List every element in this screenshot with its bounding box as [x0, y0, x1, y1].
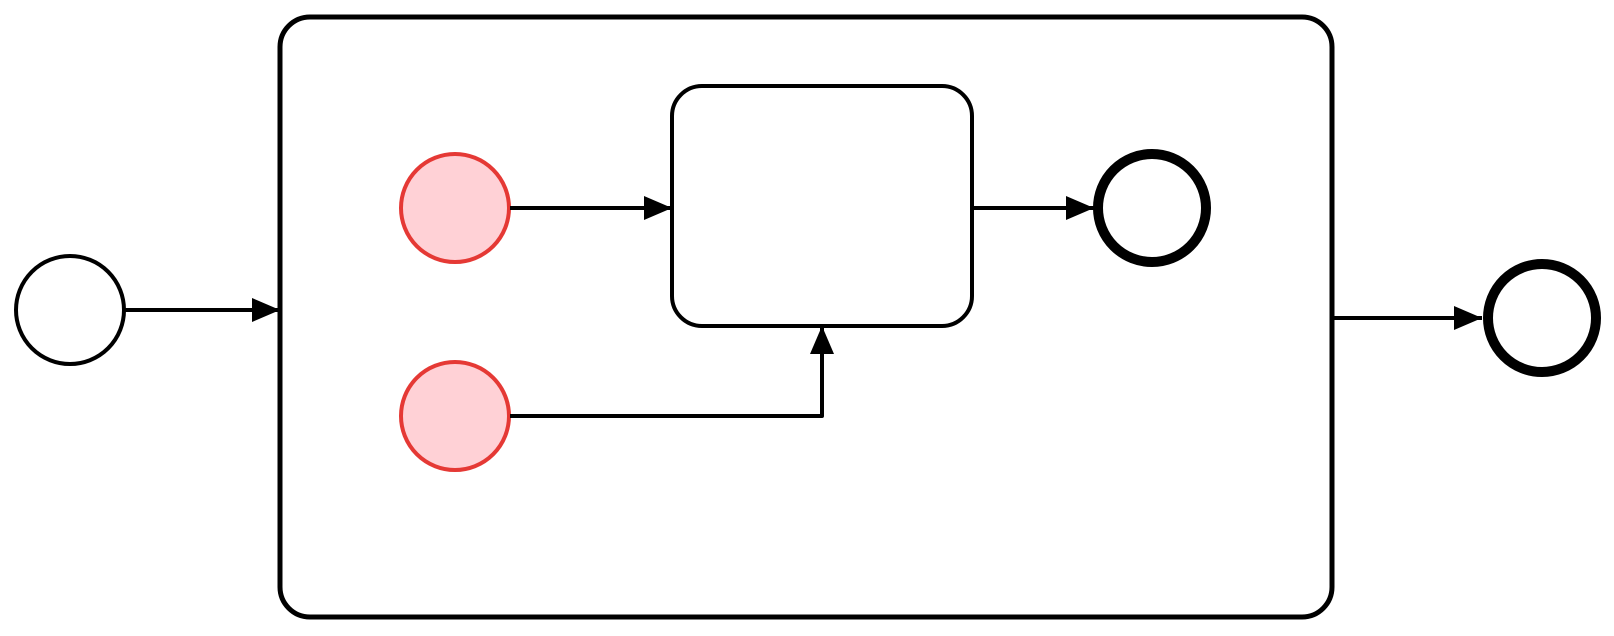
end-event[interactable] [1483, 259, 1601, 377]
start-event[interactable] [14, 254, 126, 366]
inner-start-event-2[interactable] [399, 360, 511, 472]
inner-task[interactable] [670, 84, 974, 328]
inner-start-event-1[interactable] [399, 152, 511, 264]
inner-end-event[interactable] [1093, 149, 1211, 267]
flow-inner-start2-to-task[interactable] [510, 326, 834, 418]
subprocess[interactable] [277, 14, 1335, 620]
